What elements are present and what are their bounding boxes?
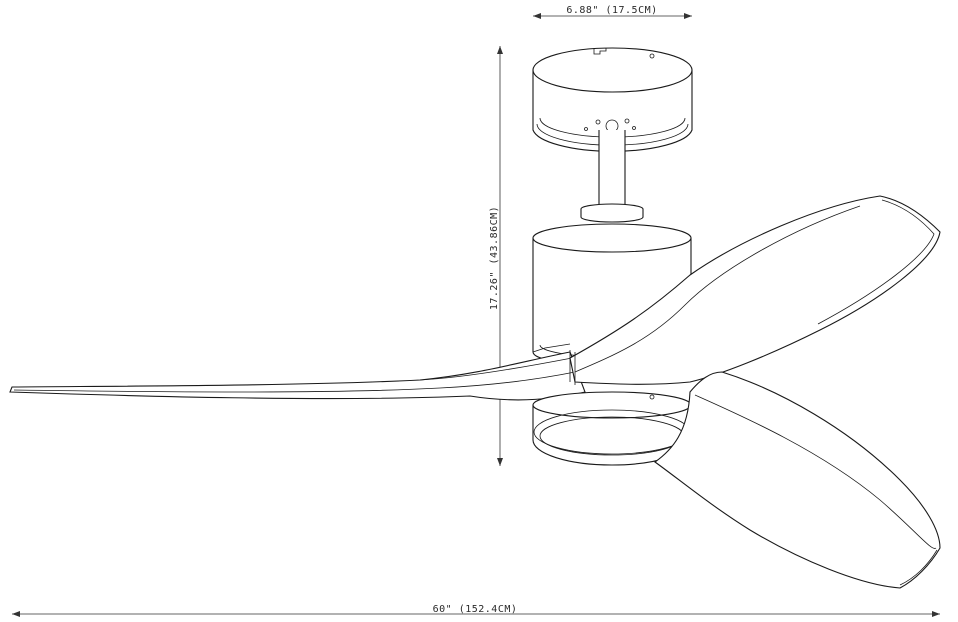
- blade-root-joints: [532, 343, 576, 385]
- blade-span-dimension: 60" (152.4CM): [12, 604, 940, 617]
- canopy-width-label: 6.88" (17.5CM): [566, 5, 657, 16]
- blade-span-label: 60" (152.4CM): [433, 604, 518, 615]
- blade-lower-right: [654, 371, 941, 589]
- blade-upper-right: [569, 195, 941, 385]
- canopy-width-dimension: 6.88" (17.5CM): [533, 5, 692, 19]
- overall-height-dimension: 17.26" (43.86CM): [489, 46, 503, 466]
- blade-left: [9, 351, 586, 401]
- overall-height-label: 17.26" (43.86CM): [489, 206, 500, 310]
- downrod: [580, 130, 644, 223]
